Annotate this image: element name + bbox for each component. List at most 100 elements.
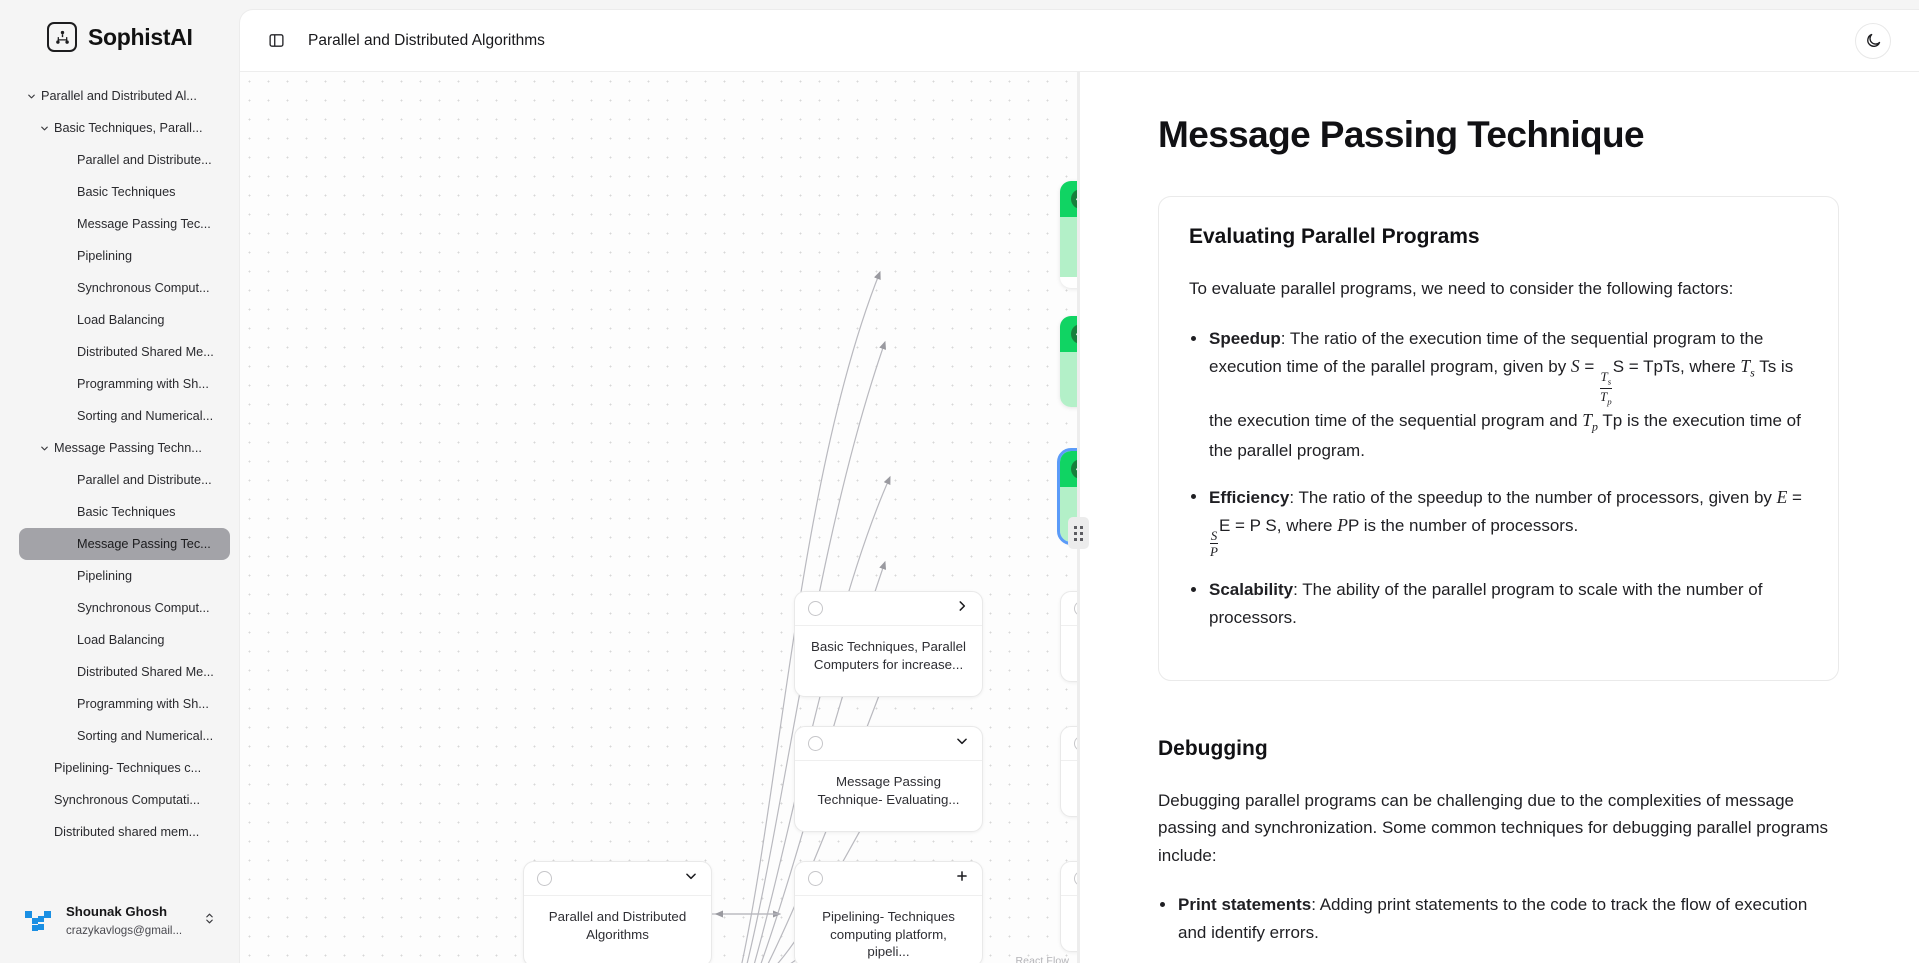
sidebar-item-4[interactable]: Message Passing Tec... — [19, 208, 230, 240]
chevron-right-icon[interactable] — [955, 599, 969, 618]
sidebar-item-label: Sorting and Numerical... — [77, 409, 214, 423]
reader-panel[interactable]: Message Passing Technique Evaluating Par… — [1078, 72, 1919, 963]
sidebar-item-label: Parallel and Distribute... — [77, 473, 212, 487]
flow-node-n5[interactable]: Pipelining — [1060, 591, 1077, 682]
factor-item: Speedup: The ratio of the execution time… — [1189, 325, 1808, 465]
sidebar-item-9[interactable]: Programming with Sh... — [19, 368, 230, 400]
brand[interactable]: SophistAI — [0, 0, 239, 70]
check-circle-icon — [1071, 189, 1077, 209]
flow-node-n4[interactable]: Basic Techniques, Parallel Computers for… — [794, 591, 983, 697]
chevron-down-icon[interactable] — [955, 734, 969, 753]
factor-item: Efficiency: The ratio of the speedup to … — [1189, 483, 1808, 560]
chevron-down-icon[interactable] — [36, 123, 52, 134]
plus-icon[interactable] — [955, 869, 969, 888]
node-label: Synchronous Computations — [1061, 761, 1077, 816]
panel-resizer[interactable] — [1068, 72, 1089, 963]
sidebar-item-label: Programming with Sh... — [77, 377, 209, 391]
flow-node-n7[interactable]: Synchronous Computations — [1060, 726, 1077, 817]
check-circle-icon — [1071, 324, 1077, 344]
sidebar-item-label: Basic Techniques — [77, 185, 176, 199]
sidebar-nav: Parallel and Distributed Al...Basic Tech… — [0, 70, 239, 895]
sidebar-item-0[interactable]: Parallel and Distributed Al... — [19, 80, 230, 112]
node-header — [795, 592, 982, 626]
flow-node-n2[interactable]: Basic Techniques — [1060, 316, 1077, 407]
avatar — [22, 905, 55, 938]
sidebar-item-5[interactable]: Pipelining — [19, 240, 230, 272]
factor-term: Scalability — [1209, 580, 1294, 600]
sidebar-panel-icon[interactable] — [260, 25, 292, 57]
sidebar-item-label: Programming with Sh... — [77, 697, 209, 711]
chevron-down-icon[interactable] — [36, 443, 52, 454]
sidebar-item-11[interactable]: Message Passing Techn... — [19, 432, 230, 464]
flow-node-n8[interactable]: Parallel and Distributed Algorithms — [523, 861, 712, 963]
react-flow-watermark[interactable]: React Flow — [1015, 955, 1069, 963]
node-header — [1060, 181, 1077, 217]
debugging-para: Debugging parallel programs can be chall… — [1158, 790, 1828, 865]
sidebar-item-7[interactable]: Load Balancing — [19, 304, 230, 336]
sidebar-item-22[interactable]: Synchronous Computati... — [19, 784, 230, 816]
sidebar-item-label: Pipelining- Techniques c... — [54, 761, 202, 775]
main-area: Parallel and Distributed Algorithms — [239, 9, 1919, 963]
sidebar-item-3[interactable]: Basic Techniques — [19, 176, 230, 208]
page-title: Parallel and Distributed Algorithms — [308, 31, 545, 49]
sidebar-item-label: Message Passing Tec... — [77, 537, 211, 551]
sidebar-item-21[interactable]: Pipelining- Techniques c... — [19, 752, 230, 784]
sidebar-item-1[interactable]: Basic Techniques, Parall... — [19, 112, 230, 144]
node-label: Parallel and Distributed Algorithms — [1060, 217, 1077, 277]
sidebar-item-label: Distributed Shared Me... — [77, 665, 214, 679]
chevron-down-icon[interactable] — [23, 91, 39, 102]
flow-node-n9[interactable]: Pipelining- Techniques computing platfor… — [794, 861, 983, 963]
user-account-button[interactable]: Shounak Ghosh crazykavlogs@gmail... — [12, 895, 227, 947]
sidebar-item-17[interactable]: Load Balancing — [19, 624, 230, 656]
user-name: Shounak Ghosh — [66, 904, 168, 919]
sidebar-item-16[interactable]: Synchronous Comput... — [19, 592, 230, 624]
document-title: Message Passing Technique — [1158, 114, 1645, 155]
debugging-list: Print statements: Adding print statement… — [1158, 891, 1839, 963]
flow-node-n10[interactable]: Load Balancing — [1060, 861, 1077, 952]
status-circle-icon[interactable] — [808, 871, 823, 886]
moon-icon[interactable] — [1855, 22, 1891, 59]
user-text: Shounak Ghosh crazykavlogs@gmail... — [66, 903, 192, 939]
sidebar-item-label: Distributed shared mem... — [54, 825, 200, 839]
sidebar-item-6[interactable]: Synchronous Comput... — [19, 272, 230, 304]
status-circle-icon[interactable] — [537, 871, 552, 886]
sidebar-item-label: Synchronous Computati... — [54, 793, 200, 807]
card-heading: Evaluating Parallel Programs — [1189, 225, 1480, 248]
chevron-down-icon[interactable] — [684, 869, 698, 888]
sidebar-item-20[interactable]: Sorting and Numerical... — [19, 720, 230, 752]
sidebar-item-label: Synchronous Comput... — [77, 281, 210, 295]
sidebar-item-18[interactable]: Distributed Shared Me... — [19, 656, 230, 688]
drag-grip-icon[interactable] — [1068, 517, 1089, 549]
debugging-heading: Debugging — [1158, 736, 1268, 760]
factor-term: Efficiency — [1209, 487, 1290, 507]
flow-canvas[interactable]: Parallel and Distributed AlgorithmsBasic… — [240, 72, 1078, 963]
node-header — [1060, 316, 1077, 352]
node-header — [795, 862, 982, 896]
sidebar-item-label: Distributed Shared Me... — [77, 345, 214, 359]
sidebar-item-2[interactable]: Parallel and Distribute... — [19, 144, 230, 176]
brand-name: SophistAI — [88, 23, 193, 50]
sidebar-item-15[interactable]: Pipelining — [19, 560, 230, 592]
sidebar-item-10[interactable]: Sorting and Numerical... — [19, 400, 230, 432]
sidebar-item-label: Load Balancing — [77, 633, 165, 647]
topbar: Parallel and Distributed Algorithms — [240, 10, 1919, 72]
node-header — [1061, 727, 1077, 761]
status-circle-icon[interactable] — [808, 601, 823, 616]
status-circle-icon[interactable] — [808, 736, 823, 751]
sidebar-item-label: Synchronous Comput... — [77, 601, 210, 615]
sidebar-item-8[interactable]: Distributed Shared Me... — [19, 336, 230, 368]
factors-list: Speedup: The ratio of the execution time… — [1189, 325, 1808, 632]
card-intro: To evaluate parallel programs, we need t… — [1189, 279, 1734, 298]
flow-node-n1[interactable]: Parallel and Distributed Algorithms — [1060, 181, 1077, 288]
sidebar-item-19[interactable]: Programming with Sh... — [19, 688, 230, 720]
sidebar-item-12[interactable]: Parallel and Distribute... — [19, 464, 230, 496]
sidebar-item-14[interactable]: Message Passing Tec... — [19, 528, 230, 560]
chevrons-up-down-icon[interactable] — [203, 912, 217, 930]
flow-node-n6[interactable]: Message Passing Technique- Evaluating... — [794, 726, 983, 832]
debug-item: Print statements: Adding print statement… — [1158, 891, 1839, 946]
sidebar-item-23[interactable]: Distributed shared mem... — [19, 816, 230, 848]
sidebar-item-13[interactable]: Basic Techniques — [19, 496, 230, 528]
